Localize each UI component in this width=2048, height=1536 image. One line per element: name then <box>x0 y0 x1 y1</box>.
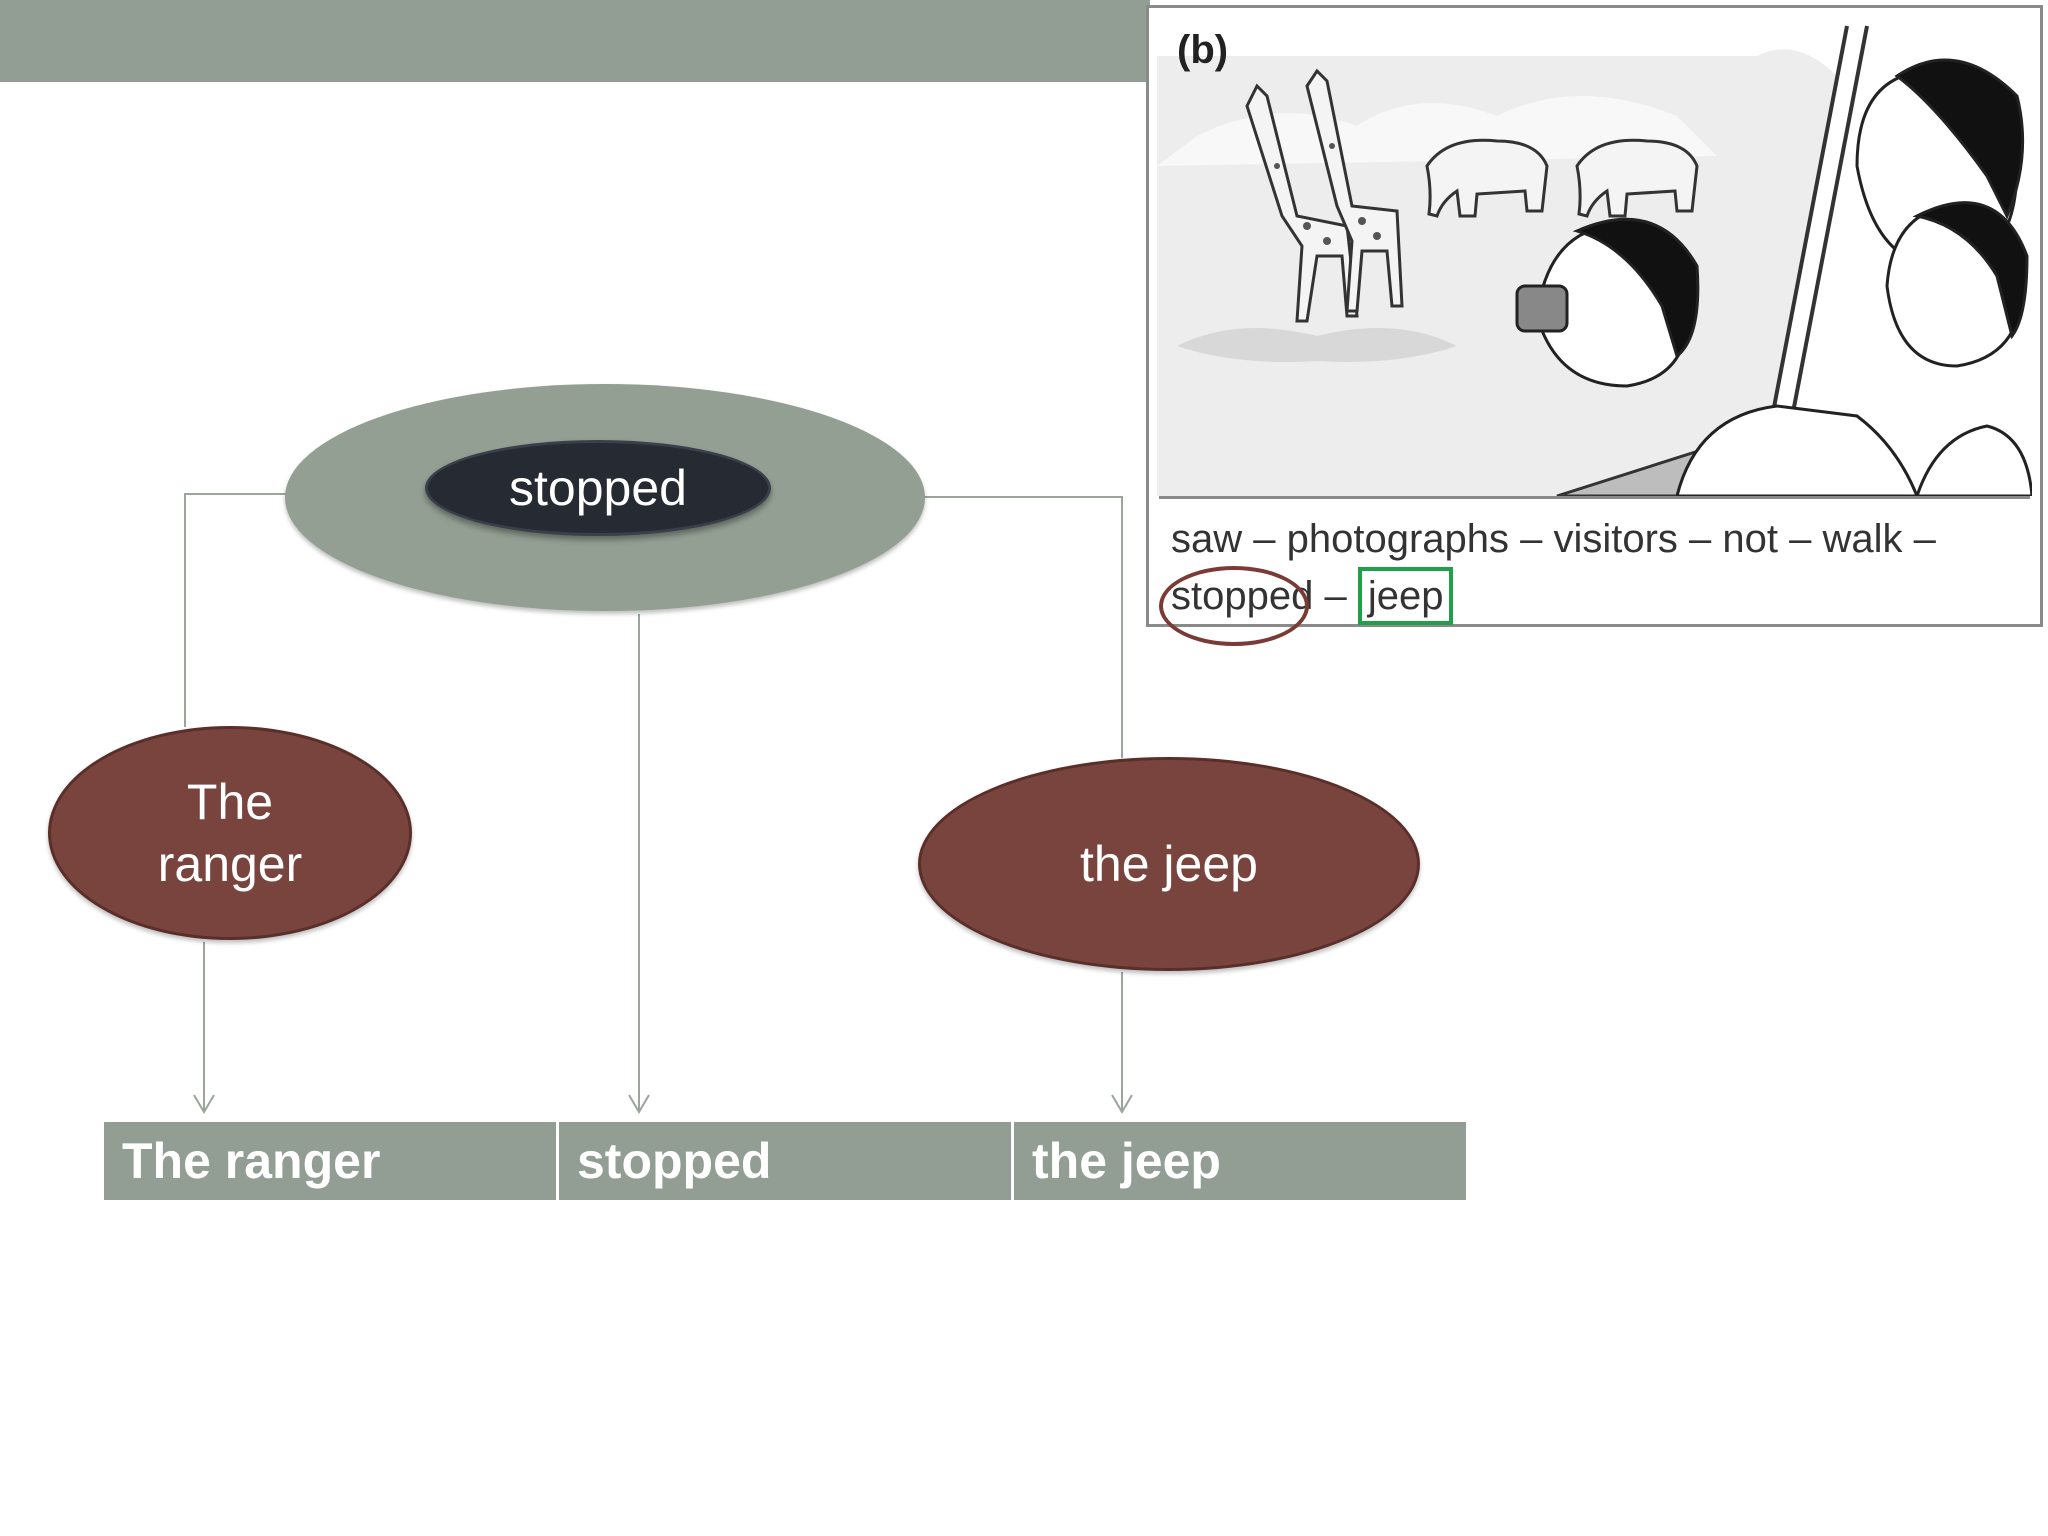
table-cell-object: the jeep <box>1014 1122 1466 1200</box>
title-bar <box>0 0 1150 82</box>
left-node-label: The ranger <box>157 774 303 892</box>
arrowhead-center <box>628 1094 650 1114</box>
safari-illustration <box>1157 16 2032 496</box>
circled-word: stopped <box>1159 566 1313 646</box>
arrowhead-left <box>193 1094 215 1114</box>
connector-right <box>924 496 1123 758</box>
word-list-line-2: stopped – jeep <box>1159 566 1454 646</box>
left-node: The ranger <box>48 726 412 940</box>
word-list-caption: saw – photographs – visitors – not – wal… <box>1159 496 2030 646</box>
circle-annotation <box>1159 566 1309 646</box>
table-cell-subject: The ranger <box>104 1122 556 1200</box>
boxed-word: jeep <box>1357 567 1454 625</box>
illustration-panel: (b) saw – photographs – visitors – not –… <box>1146 5 2043 646</box>
arrowhead-right <box>1111 1094 1133 1114</box>
connector-left <box>184 493 287 727</box>
center-node: stopped <box>425 440 771 536</box>
table-cell-verb: stopped <box>559 1122 1011 1200</box>
word-list-line-1: saw – photographs – visitors – not – wal… <box>1171 517 1936 561</box>
panel-label: (b) <box>1177 28 1229 72</box>
right-node: the jeep <box>918 757 1420 971</box>
word-separator: – <box>1313 574 1358 618</box>
